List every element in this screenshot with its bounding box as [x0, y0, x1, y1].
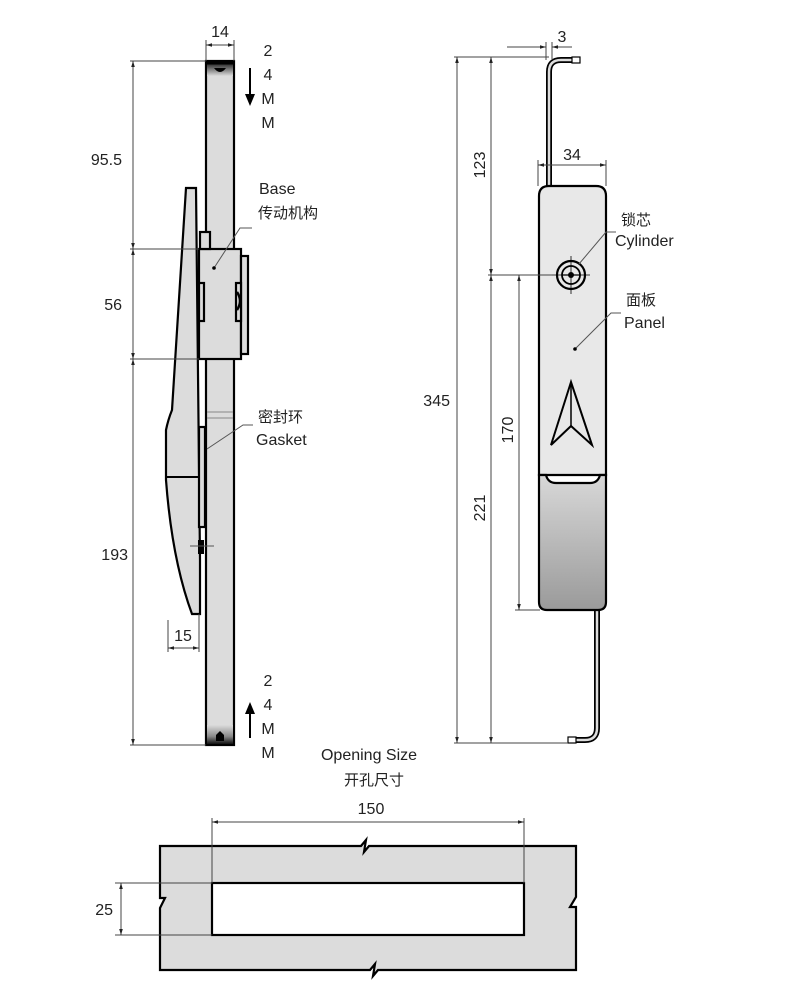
dim-upper: 95.5	[91, 152, 122, 169]
arrow-down-icon	[245, 94, 255, 106]
top-marker-char: M	[261, 115, 274, 132]
dim-total: 345	[423, 393, 450, 410]
opening-cutout	[210, 881, 526, 937]
front-handle	[537, 473, 608, 612]
panel-callout: 面板 Panel	[573, 291, 665, 351]
top-screw-icon	[214, 68, 226, 72]
base-label-cn: 传动机构	[258, 204, 318, 222]
top-direction-marker: 2 4 M M	[245, 43, 275, 132]
side-gasket-clip	[198, 540, 204, 554]
side-lever	[164, 186, 202, 616]
gasket-label-cn: 密封环	[258, 408, 303, 426]
dim-cylinder-to-bottom: 221	[472, 495, 489, 522]
cylinder-label-en: Cylinder	[615, 233, 674, 250]
top-hook-tip	[571, 56, 581, 64]
gasket-callout: 密封环 Gasket	[206, 408, 307, 450]
top-marker-char: 4	[264, 67, 273, 84]
cylinder-label-cn: 锁芯	[621, 211, 651, 229]
front-view: 3 34 345 123 221 170 锁芯 Cylinder 面板	[423, 29, 674, 744]
arrow-up-icon	[245, 702, 255, 714]
panel-label-cn: 面板	[626, 291, 656, 309]
dim-base: 56	[104, 297, 122, 314]
bottom-marker-char: 2	[264, 673, 273, 690]
opening-title-en: Opening Size	[321, 747, 417, 764]
base-label-en: Base	[259, 181, 296, 198]
side-bar	[204, 59, 236, 747]
dim-width-14: 14	[211, 24, 229, 41]
side-base-slot-left	[197, 281, 206, 323]
bottom-direction-marker: 2 4 M M	[245, 673, 275, 762]
top-marker-char: 2	[264, 43, 273, 60]
side-base-block	[197, 247, 243, 361]
opening-size-view: Opening Size 开孔尺寸 150 25	[95, 747, 578, 980]
dim-top-to-cylinder: 123	[472, 152, 489, 179]
dim-hook: 3	[558, 29, 567, 46]
gasket-label-en: Gasket	[256, 432, 307, 449]
bottom-marker-char: 4	[264, 697, 273, 714]
bottom-screw-icon	[216, 731, 224, 741]
side-base-nub	[198, 230, 212, 251]
dim-opening-height: 25	[95, 902, 113, 919]
bottom-hook-tip	[567, 736, 577, 744]
cylinder-icon	[552, 256, 590, 294]
dim-opening-width: 150	[358, 801, 385, 818]
dim-handle: 170	[500, 417, 517, 444]
top-marker-char: M	[261, 91, 274, 108]
base-callout: Base 传动机构	[212, 181, 318, 270]
panel-label-en: Panel	[624, 315, 665, 332]
bottom-marker-char: M	[261, 721, 274, 738]
dim-lower: 193	[101, 547, 128, 564]
bottom-marker-char: M	[261, 745, 274, 762]
cylinder-callout: 锁芯 Cylinder	[578, 211, 674, 265]
side-view: 14 95.5 56 193 15 2 4 M M 2 4	[91, 24, 318, 762]
dim-panel-width: 34	[563, 147, 581, 164]
front-panel	[537, 184, 608, 477]
side-gasket	[197, 425, 207, 529]
dim-lever-depth: 15	[174, 628, 192, 645]
opening-title-cn: 开孔尺寸	[344, 771, 404, 789]
